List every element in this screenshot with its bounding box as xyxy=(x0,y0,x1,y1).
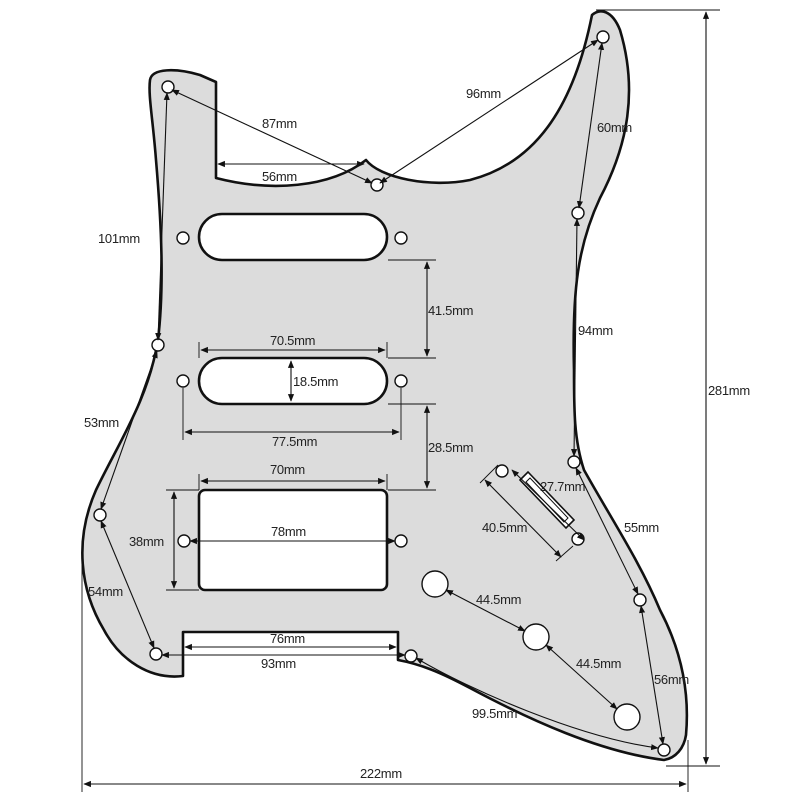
screw-hole xyxy=(161,80,175,94)
label-96: 96mm xyxy=(466,86,501,101)
neck-pickup-cutout xyxy=(197,212,389,262)
label-56-top: 56mm xyxy=(262,169,297,184)
screw-hole xyxy=(149,647,163,661)
screw-hole xyxy=(370,178,384,192)
label-94: 94mm xyxy=(578,323,613,338)
dimension-lines xyxy=(81,9,720,792)
label-87: 87mm xyxy=(262,116,297,131)
label-78: 78mm xyxy=(271,524,306,539)
label-281: 281mm xyxy=(708,383,750,398)
screw-hole xyxy=(93,508,107,522)
label-27-7: 27.7mm xyxy=(540,479,585,494)
screw-hole xyxy=(495,464,509,478)
label-40-5: 40.5mm xyxy=(482,520,527,535)
label-54: 54mm xyxy=(88,584,123,599)
label-99-5: 99.5mm xyxy=(472,706,517,721)
volume-knob-hole xyxy=(421,570,449,598)
label-76: 76mm xyxy=(270,631,305,646)
screw-hole xyxy=(394,534,408,548)
label-93: 93mm xyxy=(261,656,296,671)
label-18-5: 18.5mm xyxy=(293,374,338,389)
screw-hole xyxy=(657,743,671,757)
label-70: 70mm xyxy=(270,462,305,477)
label-53: 53mm xyxy=(84,415,119,430)
tone2-knob-hole xyxy=(613,703,641,731)
screw-hole xyxy=(151,338,165,352)
label-222: 222mm xyxy=(360,766,402,781)
label-55: 55mm xyxy=(624,520,659,535)
bridge-humbucker-cutout xyxy=(197,488,389,592)
label-44-5-a: 44.5mm xyxy=(476,592,521,607)
screw-hole xyxy=(176,231,190,245)
screw-hole xyxy=(404,649,418,663)
label-101: 101mm xyxy=(98,231,140,246)
tone-knob-hole xyxy=(522,623,550,651)
label-41-5: 41.5mm xyxy=(428,303,473,318)
label-44-5-b: 44.5mm xyxy=(576,656,621,671)
screw-hole xyxy=(177,534,191,548)
label-70-5: 70.5mm xyxy=(270,333,315,348)
label-60: 60mm xyxy=(597,120,632,135)
screw-hole xyxy=(176,374,190,388)
label-38: 38mm xyxy=(129,534,164,549)
screw-hole xyxy=(394,374,408,388)
screw-hole xyxy=(596,30,610,44)
screw-hole xyxy=(633,593,647,607)
screw-hole xyxy=(394,231,408,245)
screw-hole xyxy=(571,206,585,220)
label-77-5: 77.5mm xyxy=(272,434,317,449)
label-56-right: 56mm xyxy=(654,672,689,687)
screw-hole xyxy=(567,455,581,469)
dimension-labels: 96mm 60mm 87mm 56mm 101mm 41.5mm 94mm 70… xyxy=(84,86,750,781)
label-28-5: 28.5mm xyxy=(428,440,473,455)
